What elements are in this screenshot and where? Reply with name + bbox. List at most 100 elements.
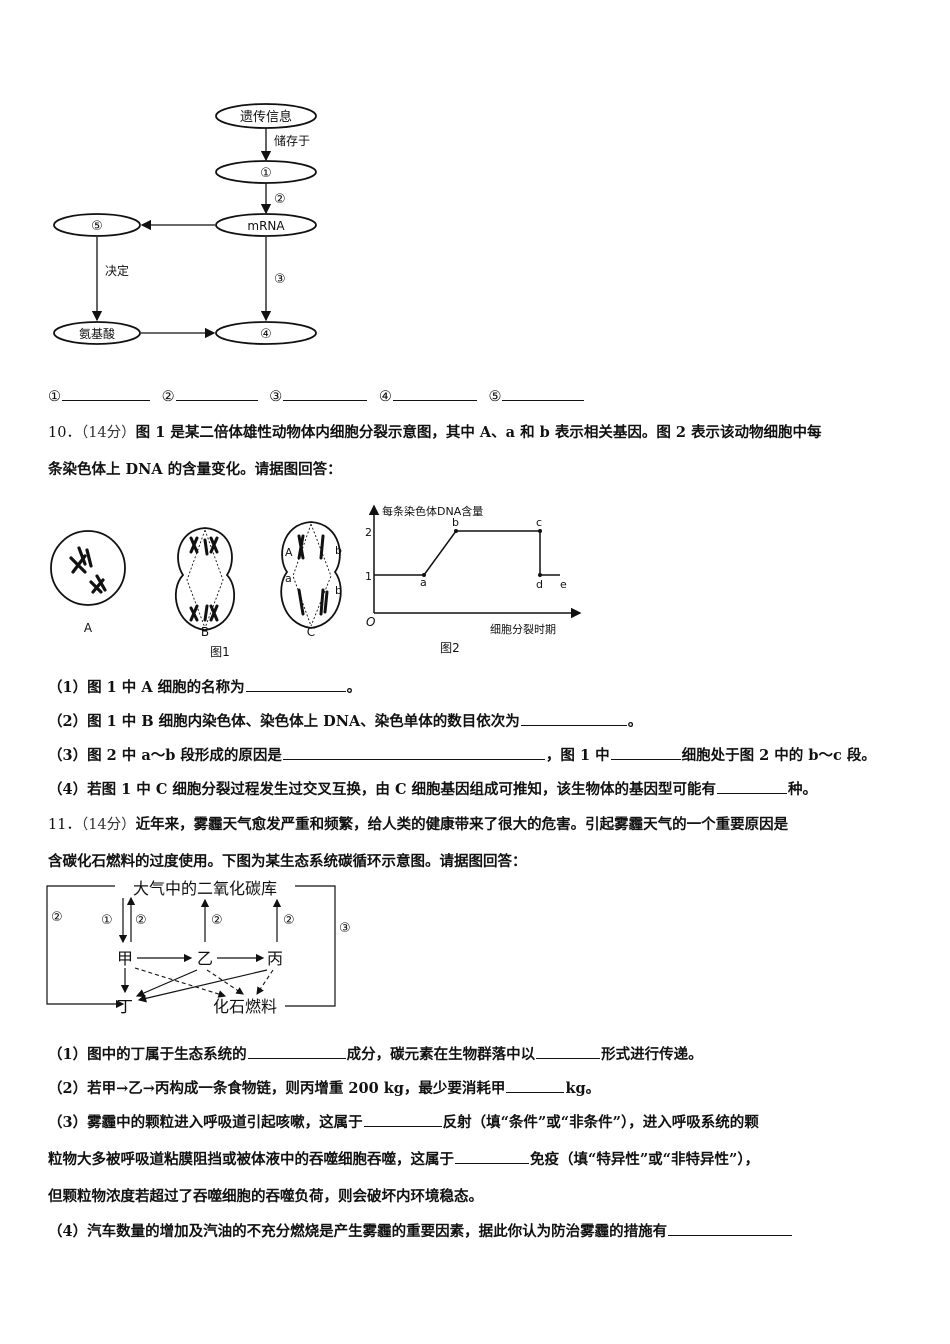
q10-number: 10． bbox=[48, 425, 81, 441]
q11-sub3-blank1[interactable] bbox=[363, 1112, 442, 1127]
q10-sub4-blank[interactable] bbox=[717, 779, 788, 794]
point-a: a bbox=[420, 576, 427, 589]
answer-label-3: ③ bbox=[269, 389, 283, 405]
label-arrow-2-jia: ② bbox=[135, 913, 147, 928]
q10-stem-text1: 图 1 是某二倍体雄性动物体内细胞分裂示意图，其中 A、a 和 b 表示相关基因… bbox=[135, 424, 822, 441]
q11-sub4-blank[interactable] bbox=[668, 1221, 793, 1236]
q10-sub1-end: 。 bbox=[346, 679, 362, 696]
answer-label-4: ④ bbox=[378, 389, 392, 405]
q10-sub4-text: （4）若图 1 中 C 细胞分裂过程发生过交叉互换，由 C 细胞基因组成可推知，… bbox=[48, 781, 717, 798]
figure-2-dna-chart: 每条染色体DNA含量 O 2 1 a b c d e 细胞分裂时期 图2 bbox=[365, 504, 582, 655]
gene-expression-diagram: 遗传信息 储存于 ① ② mRNA ⑤ 决定 ③ 氨基酸 ④ bbox=[53, 103, 317, 345]
q11-sub1-blank1[interactable] bbox=[247, 1044, 346, 1059]
q11-sub3-line2: 粒物大多被呼吸道粘膜阻挡或被体液中的吞噬细胞吞噬，这属于 免疫（填“特异性”或“非… bbox=[48, 1148, 759, 1169]
q10-sub3: （3）图 2 中 a～b 段形成的原因是，图 1 中细胞处于图 2 中的 b～c… bbox=[48, 744, 876, 765]
q11-score: （14分） bbox=[80, 817, 136, 833]
node-fossil-fuel: 化石燃料 bbox=[213, 997, 277, 1016]
q11-sub4-text: （4）汽车数量的增加及汽油的不充分燃烧是产生雾霾的重要因素，据此你认为防治雾霾的… bbox=[48, 1223, 668, 1240]
node-ding: 丁 bbox=[117, 997, 133, 1016]
node-jia: 甲 bbox=[117, 949, 133, 968]
node-mrna bbox=[215, 213, 317, 237]
q11-stem-line2: 含碳化石燃料的过度使用。下图为某生态系统碳循环示意图。请据图回答： bbox=[48, 853, 527, 870]
q10-sub1-text: （1）图 1 中 A 细胞的名称为 bbox=[48, 679, 245, 696]
q10-stem-line1: 10．（14分）图 1 是某二倍体雄性动物体内细胞分裂示意图，其中 A、a 和 … bbox=[48, 421, 822, 442]
figure-1-caption: 图1 bbox=[210, 645, 230, 659]
answer-blank-4[interactable] bbox=[392, 386, 477, 401]
y-tick-1: 1 bbox=[365, 570, 372, 583]
q11-sub1-text-c: 形式进行传递。 bbox=[601, 1046, 703, 1063]
label-outer-3: ③ bbox=[339, 921, 351, 936]
q11-sub1-text-b: 成分，碳元素在生物群落中以 bbox=[346, 1046, 536, 1063]
cell-c-label: C bbox=[307, 625, 315, 639]
q11-sub1-blank2[interactable] bbox=[536, 1044, 601, 1059]
gene-b-bottom: b bbox=[335, 584, 342, 597]
point-b: b bbox=[452, 516, 459, 529]
label-arrow-1: ① bbox=[101, 913, 113, 928]
q11-sub3-text-a: （3）雾霾中的颗粒进入呼吸道引起咳嗽，这属于 bbox=[48, 1114, 363, 1131]
node-mrna-label: mRNA bbox=[247, 219, 285, 233]
figure-1-cells: A B A a b b C 图1 bbox=[50, 521, 342, 659]
point-d: d bbox=[536, 578, 543, 591]
y-tick-2: 2 bbox=[365, 526, 372, 539]
gene-A: A bbox=[285, 546, 293, 559]
arrow-label-2: ② bbox=[274, 192, 286, 207]
node-amino-acid bbox=[53, 321, 141, 345]
node-amino-acid-label: 氨基酸 bbox=[79, 326, 115, 341]
q10-sub1-blank[interactable] bbox=[245, 677, 346, 692]
node-1-label: ① bbox=[260, 166, 272, 181]
node-4 bbox=[215, 321, 317, 345]
gene-b-top: b bbox=[335, 544, 342, 557]
answer-label-2: ② bbox=[161, 389, 175, 405]
q11-sub3-line3: 但颗粒物浓度若超过了吞噬细胞的吞噬负荷，则会破坏内环境稳态。 bbox=[48, 1188, 483, 1205]
q11-stem-text1: 近年来，雾霾天气愈发严重和频繁，给人类的健康带来了很大的危害。引起雾霾天气的一个… bbox=[135, 816, 789, 833]
q11-sub3-line1: （3）雾霾中的颗粒进入呼吸道引起咳嗽，这属于反射（填“条件”或“非条件”），进入… bbox=[48, 1111, 759, 1132]
label-outer-2: ② bbox=[51, 910, 63, 925]
q11-sub2-blank[interactable] bbox=[506, 1078, 565, 1093]
node-5 bbox=[53, 213, 141, 237]
cell-a-label: A bbox=[84, 621, 93, 635]
q10-sub2-blank[interactable] bbox=[520, 711, 627, 726]
dna-content-line bbox=[374, 530, 560, 576]
q10-sub3-text-c: 细胞处于图 2 中的 b～c 段。 bbox=[681, 747, 876, 764]
q10-sub2-text: （2）图 1 中 B 细胞内染色体、染色体上 DNA、染色单体的数目依次为 bbox=[48, 713, 520, 730]
q11-sub1: （1）图中的丁属于生态系统的 成分，碳元素在生物群落中以 形式进行传递。 bbox=[48, 1043, 703, 1064]
q10-sub3-blank1[interactable] bbox=[282, 745, 545, 760]
answer-blank-1[interactable] bbox=[62, 386, 150, 401]
q10-sub2-end: 。 bbox=[627, 713, 643, 730]
q10-score: （14分） bbox=[80, 425, 136, 441]
answer-blank-2[interactable] bbox=[175, 386, 258, 401]
q10-sub4: （4）若图 1 中 C 细胞分裂过程发生过交叉互换，由 C 细胞基因组成可推知，… bbox=[48, 778, 817, 799]
carbon-cycle-diagram: 大气中的二氧化碳库 ② ③ ① ② ② ② 甲 乙 丙 丁 化石燃料 bbox=[46, 879, 351, 1016]
figure-2-caption: 图2 bbox=[440, 641, 460, 655]
answer-blank-5[interactable] bbox=[502, 386, 585, 401]
answer-label-1: ① bbox=[48, 389, 61, 405]
q11-sub3-blank2[interactable] bbox=[455, 1149, 529, 1164]
q10-stem-line2: 条染色体上 DNA 的含量变化。请据图回答： bbox=[48, 461, 342, 478]
q10-sub1: （1）图 1 中 A 细胞的名称为 。 bbox=[48, 676, 361, 697]
q10-sub4-end: 种。 bbox=[788, 781, 818, 798]
x-axis-label: 细胞分裂时期 bbox=[490, 623, 556, 636]
cell-a bbox=[50, 530, 126, 606]
q11-sub3-text-c: 粒物大多被呼吸道粘膜阻挡或被体液中的吞噬细胞吞噬，这属于 bbox=[48, 1151, 454, 1168]
q11-sub3-text-d: 免疫（填“特异性”或“非特异性”）， bbox=[530, 1151, 760, 1168]
q10-sub3-text-a: （3）图 2 中 a～b 段形成的原因是 bbox=[48, 747, 282, 764]
q11-stem-line1: 11．（14分）近年来，雾霾天气愈发严重和频繁，给人类的健康带来了很大的危害。引… bbox=[48, 813, 788, 834]
point-e: e bbox=[560, 578, 567, 591]
q10-sub3-blank2[interactable] bbox=[610, 745, 681, 760]
y-axis-label: 每条染色体DNA含量 bbox=[382, 504, 483, 518]
answer-blank-3[interactable] bbox=[283, 386, 368, 401]
q11-number: 11． bbox=[48, 817, 81, 833]
q11-sub1-text-a: （1）图中的丁属于生态系统的 bbox=[48, 1046, 247, 1063]
node-5-label: ⑤ bbox=[91, 219, 103, 234]
arrow-label-decide: 决定 bbox=[105, 263, 129, 278]
origin-label: O bbox=[366, 615, 375, 629]
node-genetic-info-label: 遗传信息 bbox=[240, 109, 292, 125]
q9-answer-line: ① ② ③ ④ ⑤ bbox=[48, 386, 585, 405]
node-yi: 乙 bbox=[197, 949, 213, 968]
node-4-label: ④ bbox=[260, 327, 272, 342]
label-arrow-2-bing: ② bbox=[283, 913, 295, 928]
arrow-label-3: ③ bbox=[274, 272, 286, 287]
gene-a: a bbox=[285, 572, 292, 585]
q11-sub2-text-b: kg。 bbox=[565, 1080, 601, 1097]
label-arrow-2-yi: ② bbox=[211, 913, 223, 928]
